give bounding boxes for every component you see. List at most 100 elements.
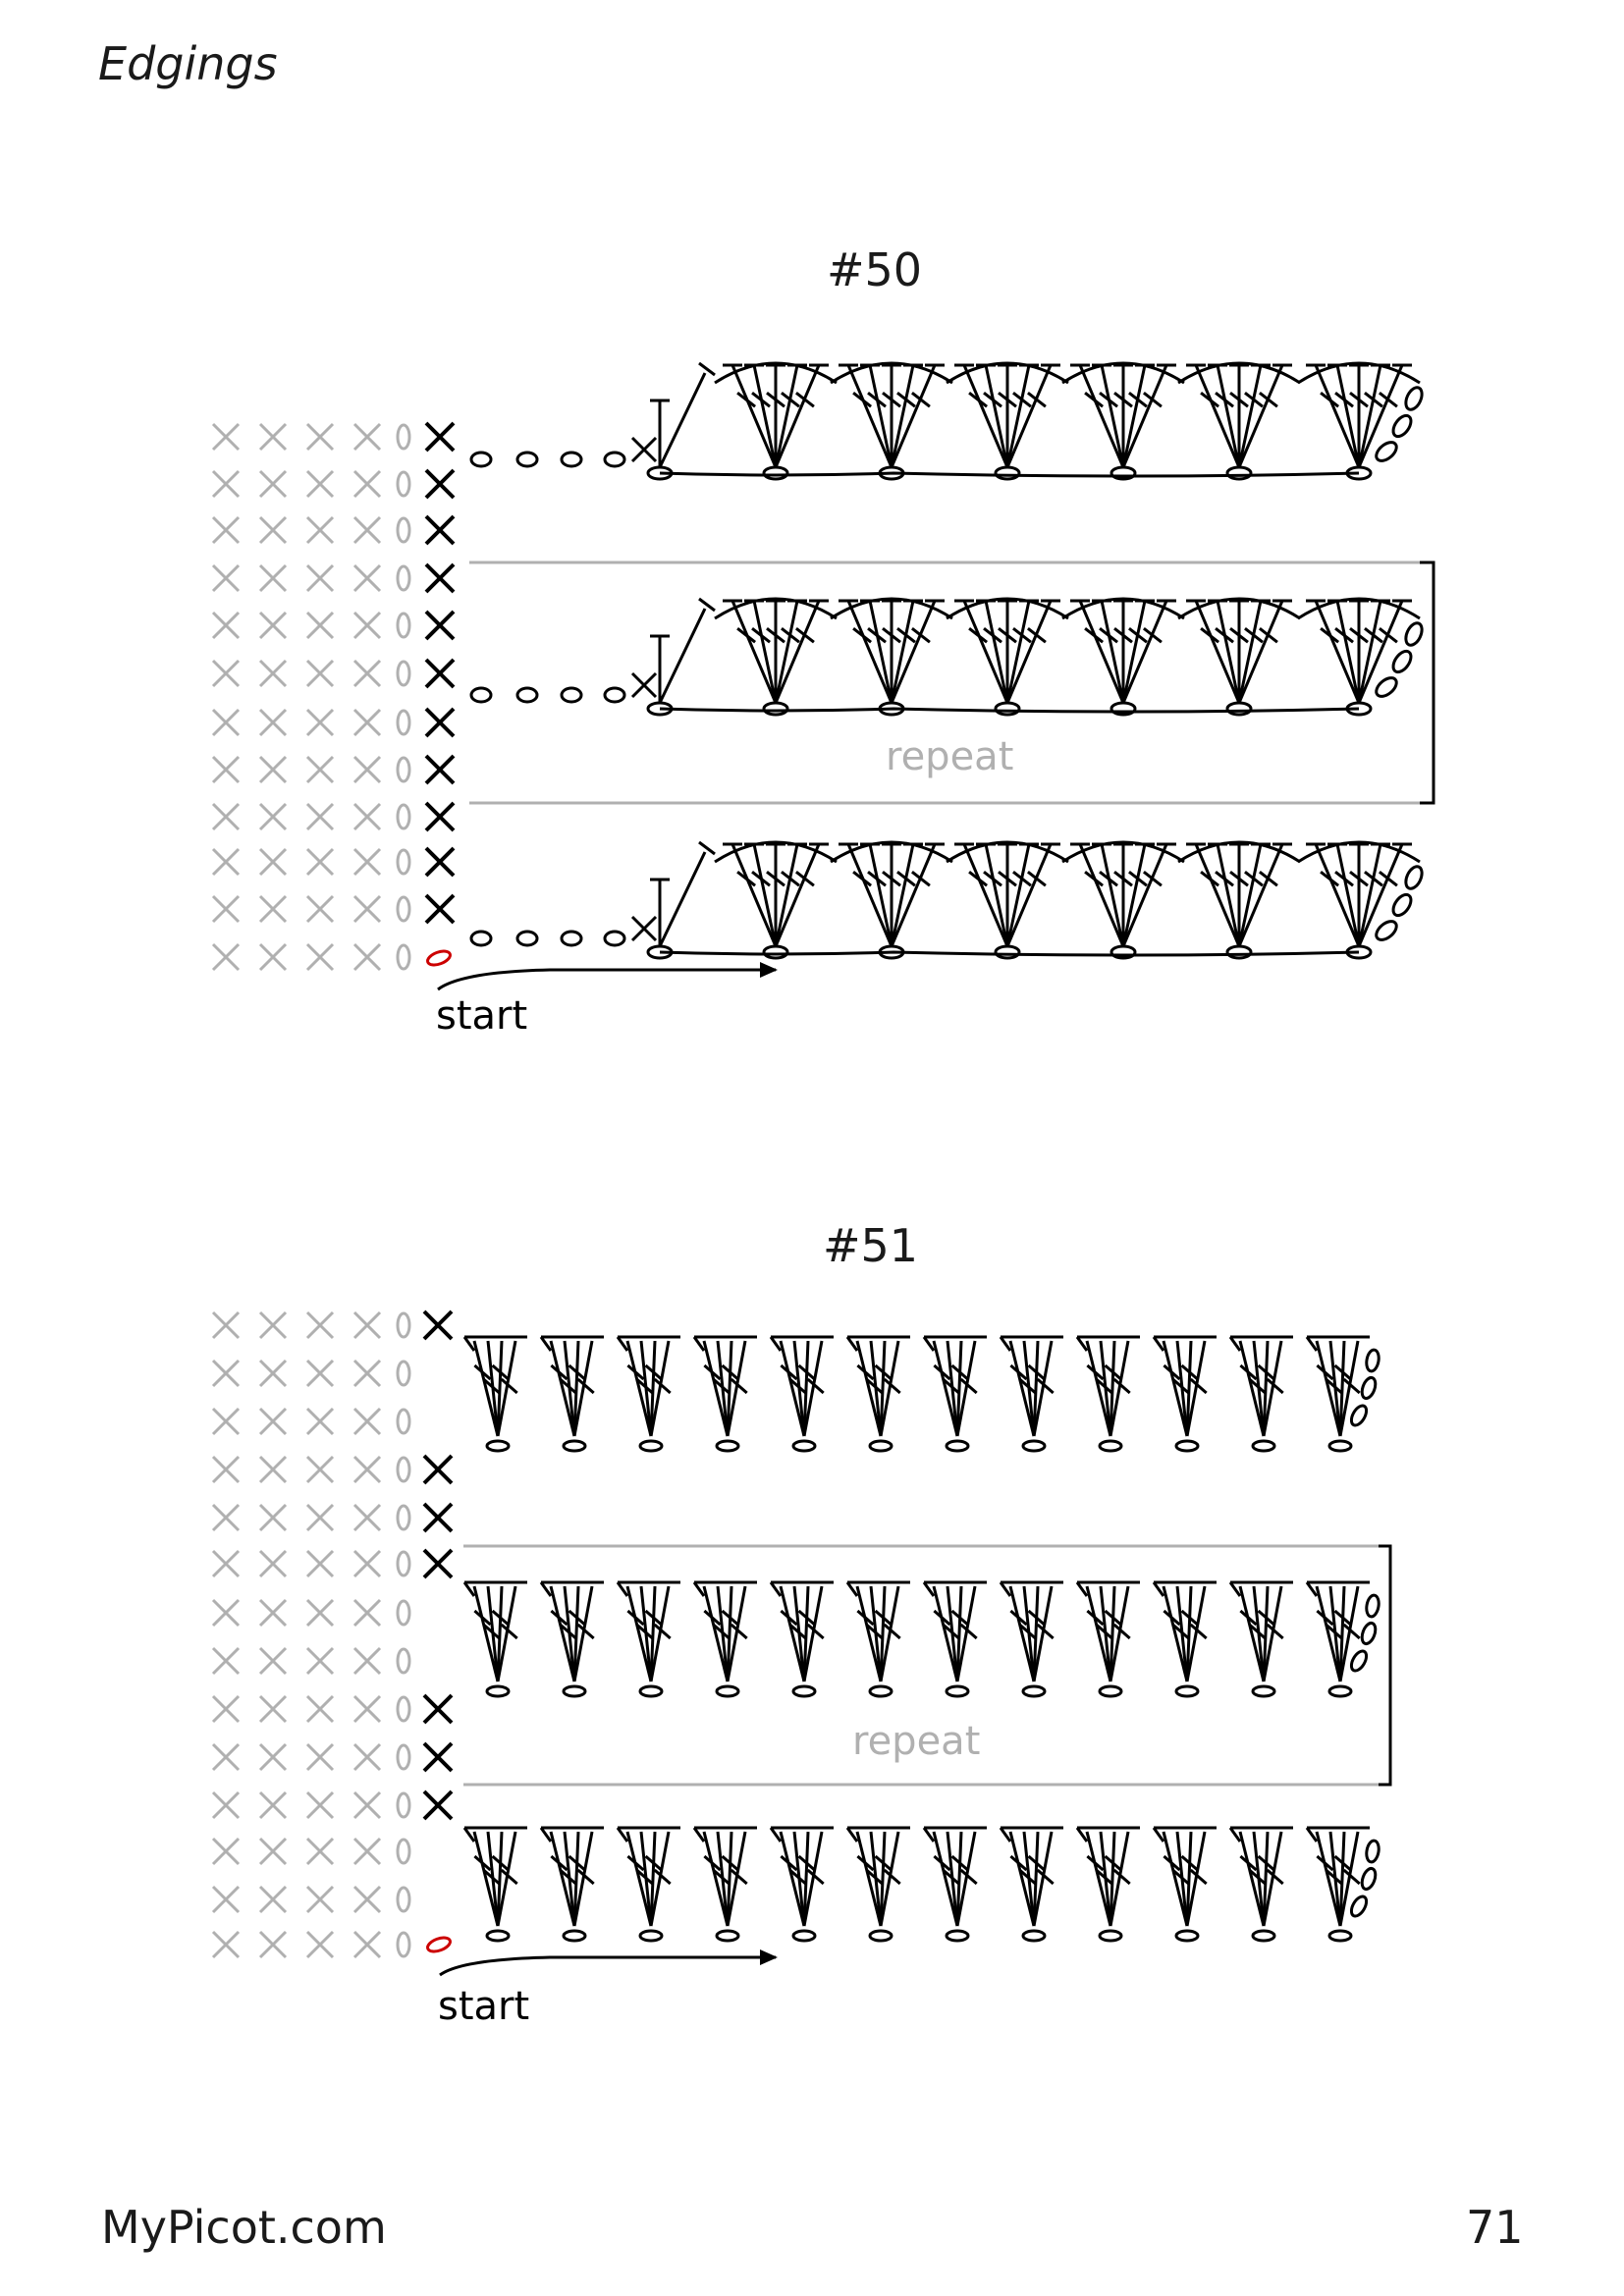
x-stroke: [258, 611, 288, 640]
chain-oval-icon: [762, 465, 789, 481]
x-stroke: [258, 1359, 288, 1388]
foundation-stitch-icon: [258, 847, 288, 877]
foundation-stitch-icon: [352, 1930, 382, 1959]
foundation-stitch-icon: [258, 1598, 288, 1628]
dc-post: [1194, 843, 1241, 947]
dc-bar: [1239, 1609, 1258, 1627]
chain-oval-icon: [762, 944, 789, 960]
dc-post: [1005, 600, 1053, 704]
chain-oval-icon: [994, 944, 1021, 960]
dc-post: [890, 843, 937, 947]
dc-bar: [1026, 627, 1047, 644]
chain-oval-icon: [515, 451, 539, 468]
foundation-stitch-icon: [396, 564, 411, 592]
dc-bar: [1171, 1868, 1190, 1886]
foundation-stitch-icon: [396, 1791, 411, 1819]
dc-bar: [1244, 871, 1264, 887]
foundation-stitch-icon: [352, 422, 382, 452]
chain-oval-icon: [868, 1929, 893, 1943]
x-stroke: [305, 942, 335, 972]
dc-bar: [1171, 1623, 1190, 1640]
dc-bar: [550, 1363, 568, 1381]
x-stroke: [630, 671, 658, 699]
dc-bar: [1258, 392, 1278, 408]
x-stroke: [211, 515, 241, 545]
dc-bar: [1086, 1854, 1105, 1872]
dc-post: [1315, 1585, 1342, 1682]
dc-bar: [910, 627, 931, 644]
dc-fan-icon: [1061, 361, 1185, 468]
dc-bar: [882, 627, 901, 644]
dc-bar: [1104, 1609, 1122, 1627]
dc-post: [1109, 1340, 1116, 1437]
cluster-top: [692, 1581, 706, 1597]
dc-post: [1216, 364, 1241, 468]
cluster-top: [462, 1336, 476, 1352]
x-stroke: [422, 1454, 454, 1485]
dc-bar: [1342, 1623, 1361, 1640]
cluster-top: [845, 1827, 859, 1842]
footer-site-name: MyPicot.com: [101, 2201, 387, 2254]
dc-bar: [766, 627, 785, 644]
dc-bar: [1248, 1623, 1267, 1640]
chain-oval-icon: [1225, 465, 1253, 481]
chain-oval-icon: [1349, 1404, 1369, 1427]
sc-x-icon: [422, 1502, 454, 1533]
dc-bar: [933, 1363, 951, 1381]
sc-x-icon: [422, 1309, 454, 1341]
x-stroke: [211, 1930, 241, 1959]
dc-cluster-icon: [692, 1335, 757, 1437]
dc-bar: [1334, 871, 1354, 887]
dc-post: [1314, 364, 1361, 468]
x-stroke: [211, 563, 241, 593]
fan-arc: [1061, 840, 1185, 864]
dc-cluster-icon: [539, 1826, 604, 1927]
dc-post: [1185, 1831, 1193, 1927]
x-stroke: [630, 915, 658, 942]
dc-fan-icon: [946, 840, 1069, 947]
dc-post: [549, 1585, 576, 1682]
foundation-stitch-icon: [305, 942, 335, 972]
dc-bar: [1257, 1363, 1275, 1381]
dc-post: [1032, 1340, 1054, 1437]
dc-bar: [1012, 871, 1032, 887]
foundation-stitch-icon: [305, 847, 335, 877]
dc-bar: [1229, 871, 1249, 887]
foundation-row: [211, 755, 411, 784]
dc-bar: [766, 392, 785, 408]
footer-page-number: 71: [1466, 2201, 1524, 2254]
sc-x-icon: [422, 1454, 454, 1485]
dc-bar: [1266, 1868, 1284, 1886]
dc-bar: [1364, 627, 1383, 644]
x-stroke: [211, 1885, 241, 1914]
cluster-top: [769, 1827, 783, 1842]
foundation-stitch-icon: [352, 802, 382, 831]
dc-post: [572, 1585, 594, 1682]
dc-bar: [1333, 1363, 1352, 1381]
dc-bar: [1027, 1854, 1046, 1872]
dc-bar: [896, 871, 916, 887]
dc-post: [752, 600, 778, 704]
pattern-51-start-label: start: [438, 1984, 529, 2029]
dc-post: [779, 1585, 806, 1682]
dc-post: [932, 1585, 959, 1682]
repeat-bracket: [1420, 561, 1435, 805]
dc-post: [1032, 1585, 1054, 1682]
chain-oval-icon: [868, 1684, 893, 1698]
dc-cluster-icon: [1305, 1335, 1370, 1437]
foundation-stitch-icon: [352, 1549, 382, 1578]
cluster-top: [1075, 1827, 1089, 1842]
x-stroke: [424, 846, 456, 878]
foundation-stitch-icon: [352, 894, 382, 924]
dc-bar: [721, 1609, 739, 1627]
foundation-stitch-icon: [352, 1407, 382, 1436]
dc-post: [955, 1340, 963, 1437]
x-stroke: [305, 563, 335, 593]
dc-bar: [959, 1623, 978, 1640]
dc-bar: [500, 1868, 518, 1886]
dc-post: [1357, 600, 1382, 704]
foundation-stitch-icon: [211, 708, 241, 737]
dc-bar: [500, 1377, 518, 1395]
dc-post: [649, 1340, 671, 1437]
dc-bar: [794, 627, 815, 644]
